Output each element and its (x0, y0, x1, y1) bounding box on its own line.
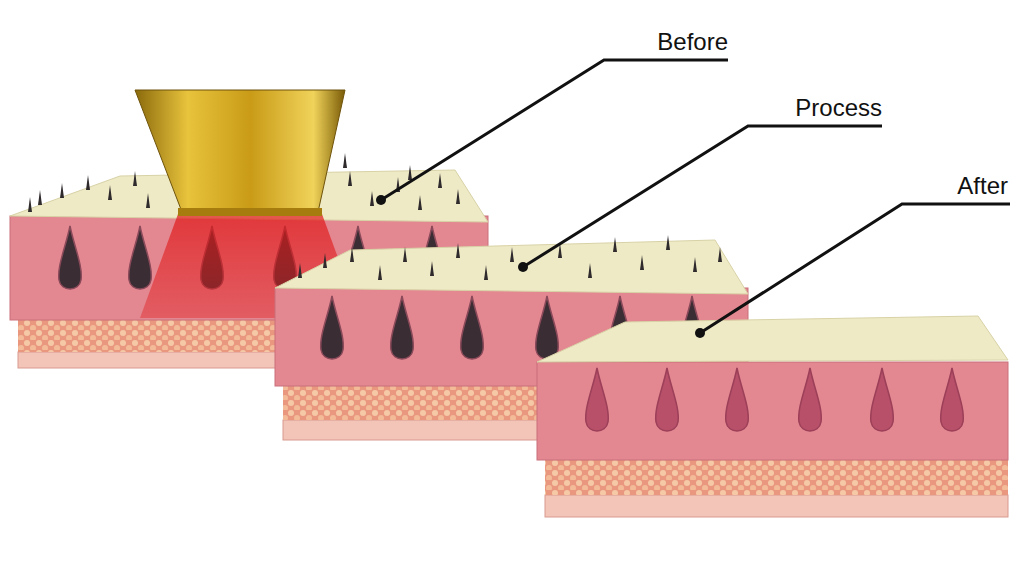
stage-label: Before (657, 30, 728, 54)
stage-label: After (957, 174, 1008, 198)
leader-lines (381, 60, 1010, 333)
skin-block-after (537, 316, 1008, 517)
stage-label: Process (795, 96, 882, 120)
